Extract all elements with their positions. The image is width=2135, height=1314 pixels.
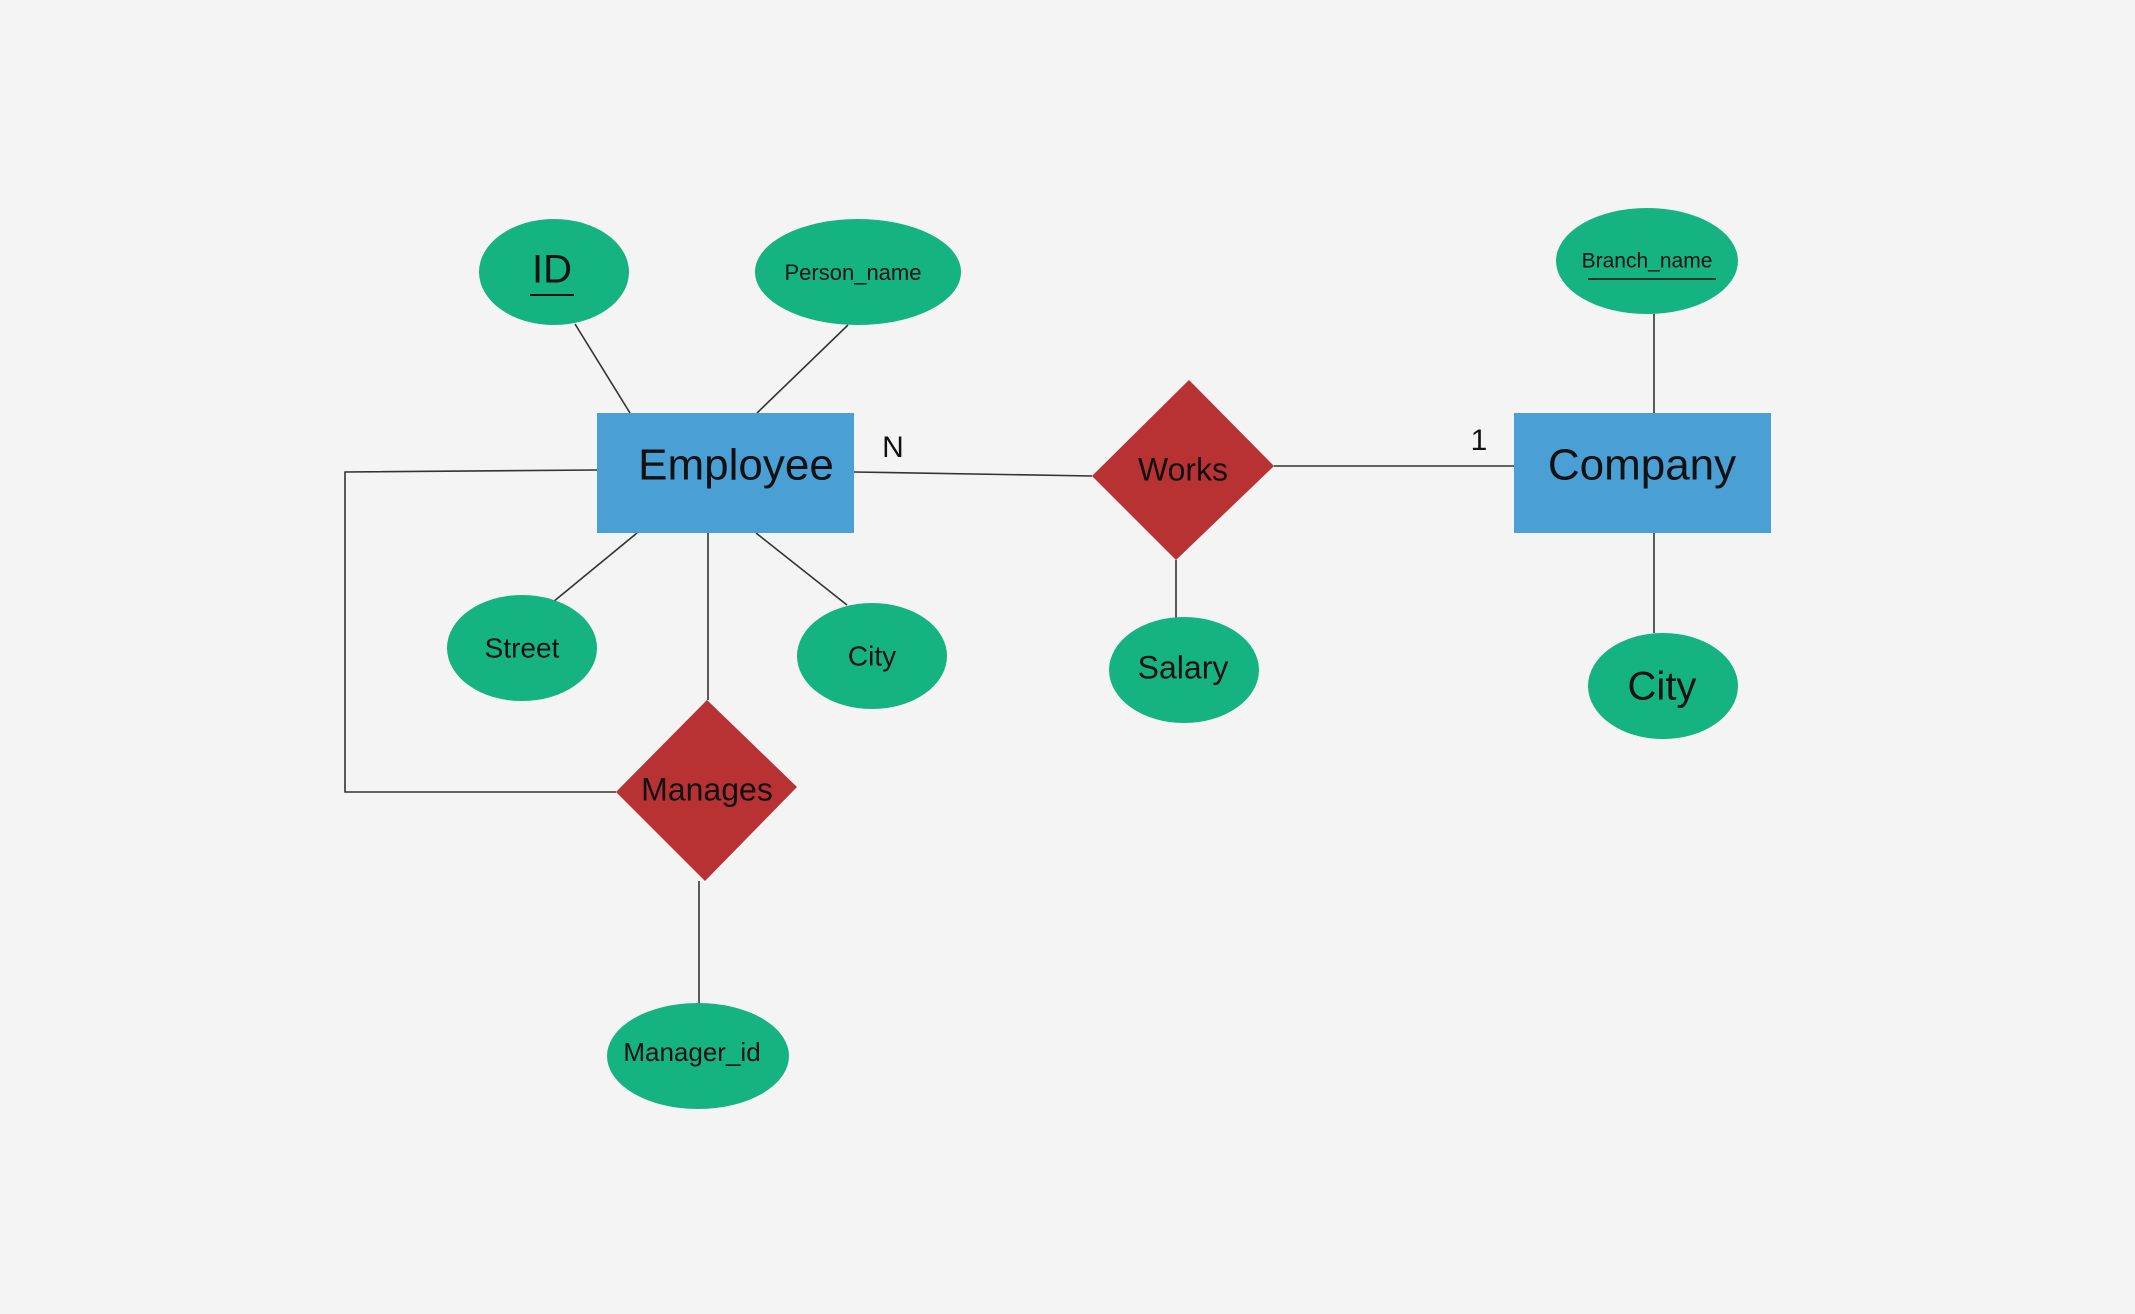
line-person-name-employee bbox=[756, 324, 849, 414]
attribute-employee-city-label: City bbox=[848, 640, 896, 671]
relationship-manages[interactable]: Manages bbox=[616, 700, 797, 881]
attribute-salary-label: Salary bbox=[1138, 649, 1229, 685]
attribute-street-label: Street bbox=[485, 632, 560, 663]
attribute-person-name-label: Person_name bbox=[785, 260, 922, 285]
attribute-salary[interactable]: Salary bbox=[1109, 617, 1259, 723]
line-employee-city bbox=[755, 532, 848, 606]
attribute-person-name[interactable]: Person_name bbox=[755, 219, 961, 325]
relationship-manages-label: Manages bbox=[641, 771, 773, 807]
attribute-branch-name[interactable]: Branch_name bbox=[1556, 208, 1738, 314]
attribute-branch-name-label: Branch_name bbox=[1582, 250, 1713, 273]
attribute-manager-id[interactable]: Manager_id bbox=[607, 1003, 789, 1109]
attribute-id-label: ID bbox=[532, 248, 572, 292]
cardinality-company-works: 1 bbox=[1471, 424, 1488, 457]
cardinality-employee-works: N bbox=[882, 431, 904, 464]
attribute-company-city[interactable]: City bbox=[1588, 633, 1738, 739]
connector-lines bbox=[344, 314, 1655, 1005]
relationship-works-label: Works bbox=[1138, 451, 1228, 487]
entity-employee[interactable]: Employee bbox=[597, 413, 854, 533]
entity-company-label: Company bbox=[1548, 441, 1736, 490]
line-id-employee bbox=[574, 323, 631, 414]
entity-company[interactable]: Company bbox=[1514, 413, 1771, 533]
line-employee-street bbox=[552, 532, 638, 603]
attribute-id[interactable]: ID bbox=[479, 219, 629, 325]
entity-employee-label: Employee bbox=[638, 441, 834, 490]
relationship-works[interactable]: Works bbox=[1092, 380, 1274, 560]
attribute-employee-city[interactable]: City bbox=[797, 603, 947, 709]
attribute-manager-id-label: Manager_id bbox=[623, 1037, 760, 1067]
attribute-street[interactable]: Street bbox=[447, 595, 597, 701]
line-employee-works bbox=[853, 471, 1093, 477]
line-employee-manages-loop bbox=[344, 469, 616, 793]
attribute-company-city-label: City bbox=[1628, 665, 1697, 709]
